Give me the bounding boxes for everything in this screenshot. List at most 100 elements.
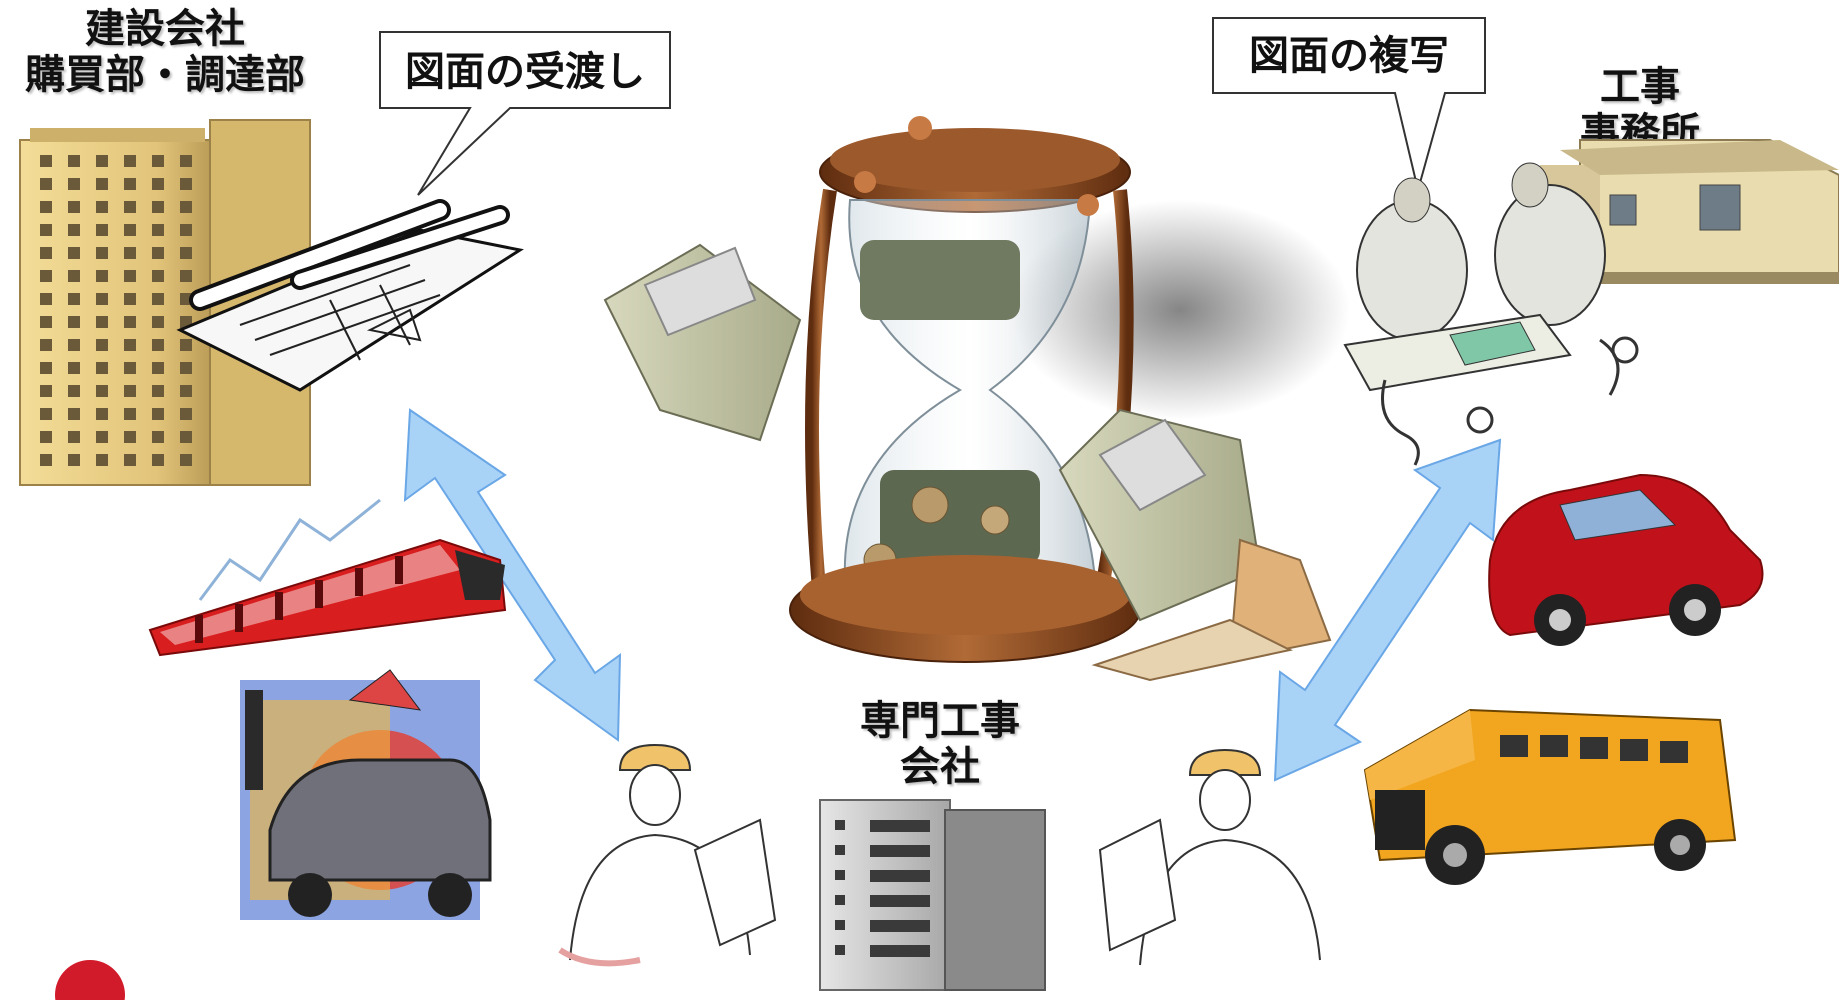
worker-with-blueprint-right — [1098, 748, 1321, 966]
building-window — [152, 293, 164, 305]
building-window — [124, 431, 136, 443]
building-window — [124, 224, 136, 236]
building-window — [40, 408, 52, 420]
red-car-illustration — [1488, 473, 1764, 646]
building-window — [40, 270, 52, 282]
building-window — [96, 224, 108, 236]
building-window — [152, 155, 164, 167]
construction-company-label-line2: 購買部・調達部 — [25, 52, 305, 98]
building-window — [180, 408, 192, 420]
building-window — [180, 362, 192, 374]
double-arrow-right — [1273, 438, 1502, 782]
building-window — [40, 339, 52, 351]
building-window — [68, 270, 80, 282]
building-window — [96, 155, 108, 167]
building-window — [68, 247, 80, 259]
building-window — [96, 270, 108, 282]
office-building-gray — [819, 799, 1046, 991]
building-window — [96, 408, 108, 420]
building-window — [124, 247, 136, 259]
building-window — [180, 201, 192, 213]
building-window — [152, 431, 164, 443]
building-window — [96, 178, 108, 190]
building-window — [180, 385, 192, 397]
building-window — [68, 316, 80, 328]
site-office-label-line1: 工事 — [1600, 64, 1680, 110]
building-window — [152, 454, 164, 466]
building-window — [40, 316, 52, 328]
money-clip-left — [603, 243, 802, 442]
building-window — [180, 293, 192, 305]
building-window — [180, 431, 192, 443]
building-window — [40, 431, 52, 443]
building-window — [124, 293, 136, 305]
building-window — [180, 178, 192, 190]
building-window — [68, 454, 80, 466]
building-window — [152, 178, 164, 190]
building-window — [152, 270, 164, 282]
construction-company-label-line1: 建設会社 — [85, 6, 245, 52]
building-window — [152, 362, 164, 374]
building-window — [96, 385, 108, 397]
building-window — [68, 293, 80, 305]
building-window — [68, 178, 80, 190]
building-window — [40, 454, 52, 466]
school-bus-illustration — [1363, 708, 1737, 885]
red-sphere-bullet — [55, 960, 125, 1000]
double-arrow-left — [403, 408, 622, 742]
building-window — [40, 178, 52, 190]
building-window — [180, 270, 192, 282]
building-window — [124, 362, 136, 374]
building-window — [124, 270, 136, 282]
building-window — [96, 293, 108, 305]
train-illustration — [148, 498, 507, 657]
building-window — [180, 339, 192, 351]
building-window — [40, 385, 52, 397]
building-window — [96, 339, 108, 351]
building-window — [152, 247, 164, 259]
building-window — [152, 224, 164, 236]
building-window — [40, 247, 52, 259]
building-window — [124, 155, 136, 167]
hourglass-with-money — [789, 116, 1141, 663]
building-window — [68, 339, 80, 351]
building-window — [152, 408, 164, 420]
callout-drawing-handover-text: 図面の受渡し — [405, 49, 645, 95]
building-window — [68, 201, 80, 213]
building-window — [40, 224, 52, 236]
building-window — [96, 454, 108, 466]
building-window — [96, 316, 108, 328]
building-window — [68, 362, 80, 374]
building-window — [124, 408, 136, 420]
building-window — [152, 316, 164, 328]
building-window — [68, 408, 80, 420]
construction-company-label: 建設会社 購買部・調達部 — [10, 6, 320, 98]
building-window — [180, 454, 192, 466]
building-window — [124, 316, 136, 328]
building-window — [40, 293, 52, 305]
money-clip-right — [1058, 408, 1332, 682]
building-window — [124, 385, 136, 397]
subcontractor-label-line1: 専門工事 — [860, 698, 1020, 744]
building-window — [96, 431, 108, 443]
taxi-artwork — [240, 669, 492, 920]
hourglass-shadow — [1010, 200, 1350, 420]
building-window — [180, 247, 192, 259]
building-window — [152, 339, 164, 351]
building-window — [152, 385, 164, 397]
building-window — [124, 178, 136, 190]
worker-with-blueprint-left — [558, 743, 777, 967]
building-window — [68, 224, 80, 236]
building-window — [68, 431, 80, 443]
building-window — [124, 339, 136, 351]
building-window — [40, 201, 52, 213]
building-window — [68, 385, 80, 397]
callout-drawing-copy-text: 図面の複写 — [1249, 33, 1449, 79]
meeting-people-illustration — [1343, 162, 1639, 466]
callout-drawing-handover-box — [379, 31, 671, 196]
subcontractor-label: 専門工事 会社 — [840, 698, 1040, 790]
building-window — [96, 201, 108, 213]
building-window — [40, 362, 52, 374]
building-window — [96, 362, 108, 374]
